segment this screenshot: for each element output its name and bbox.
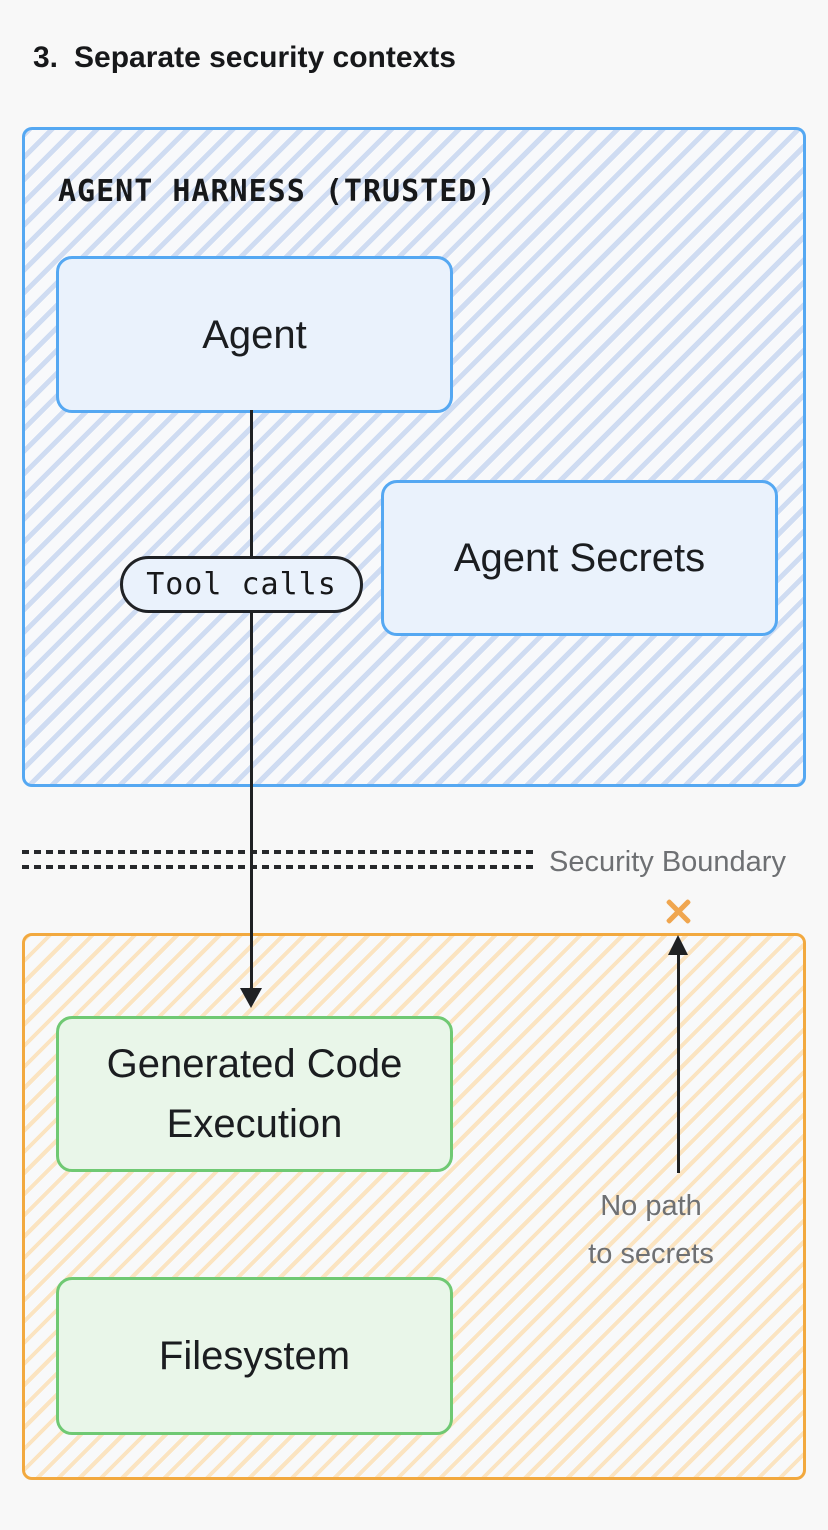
tool-calls-arrowhead-icon — [240, 988, 262, 1008]
blocked-x-icon — [664, 897, 693, 926]
security-boundary-label: Security Boundary — [549, 846, 786, 878]
title-text: Separate security contexts — [74, 41, 456, 74]
tool-calls-arrow-line — [250, 410, 253, 988]
page-title: 3. Separate security contexts — [33, 41, 456, 75]
generated-code-execution-node: Generated Code Execution — [56, 1016, 453, 1172]
no-path-caption: No path to secrets — [541, 1182, 761, 1278]
trusted-zone-label: AGENT HARNESS (TRUSTED) — [58, 174, 497, 209]
security-boundary-dash-row — [22, 850, 536, 854]
agent-secrets-node: Agent Secrets — [381, 480, 778, 636]
security-boundary-dash-row — [22, 865, 536, 869]
title-number: 3. — [33, 41, 59, 74]
trusted-zone: AGENT HARNESS (TRUSTED) Agent Agent Secr… — [22, 127, 806, 787]
tool-calls-pill: Tool calls — [120, 556, 363, 613]
no-path-caption-line2: to secrets — [588, 1238, 714, 1270]
no-path-arrowhead-icon — [668, 935, 688, 955]
no-path-caption-line1: No path — [600, 1190, 702, 1222]
filesystem-node: Filesystem — [56, 1277, 453, 1435]
untrusted-zone: Generated Code Execution Filesystem — [22, 933, 806, 1480]
security-boundary-line — [22, 850, 536, 870]
no-path-arrow-line — [677, 953, 680, 1173]
agent-node: Agent — [56, 256, 453, 413]
